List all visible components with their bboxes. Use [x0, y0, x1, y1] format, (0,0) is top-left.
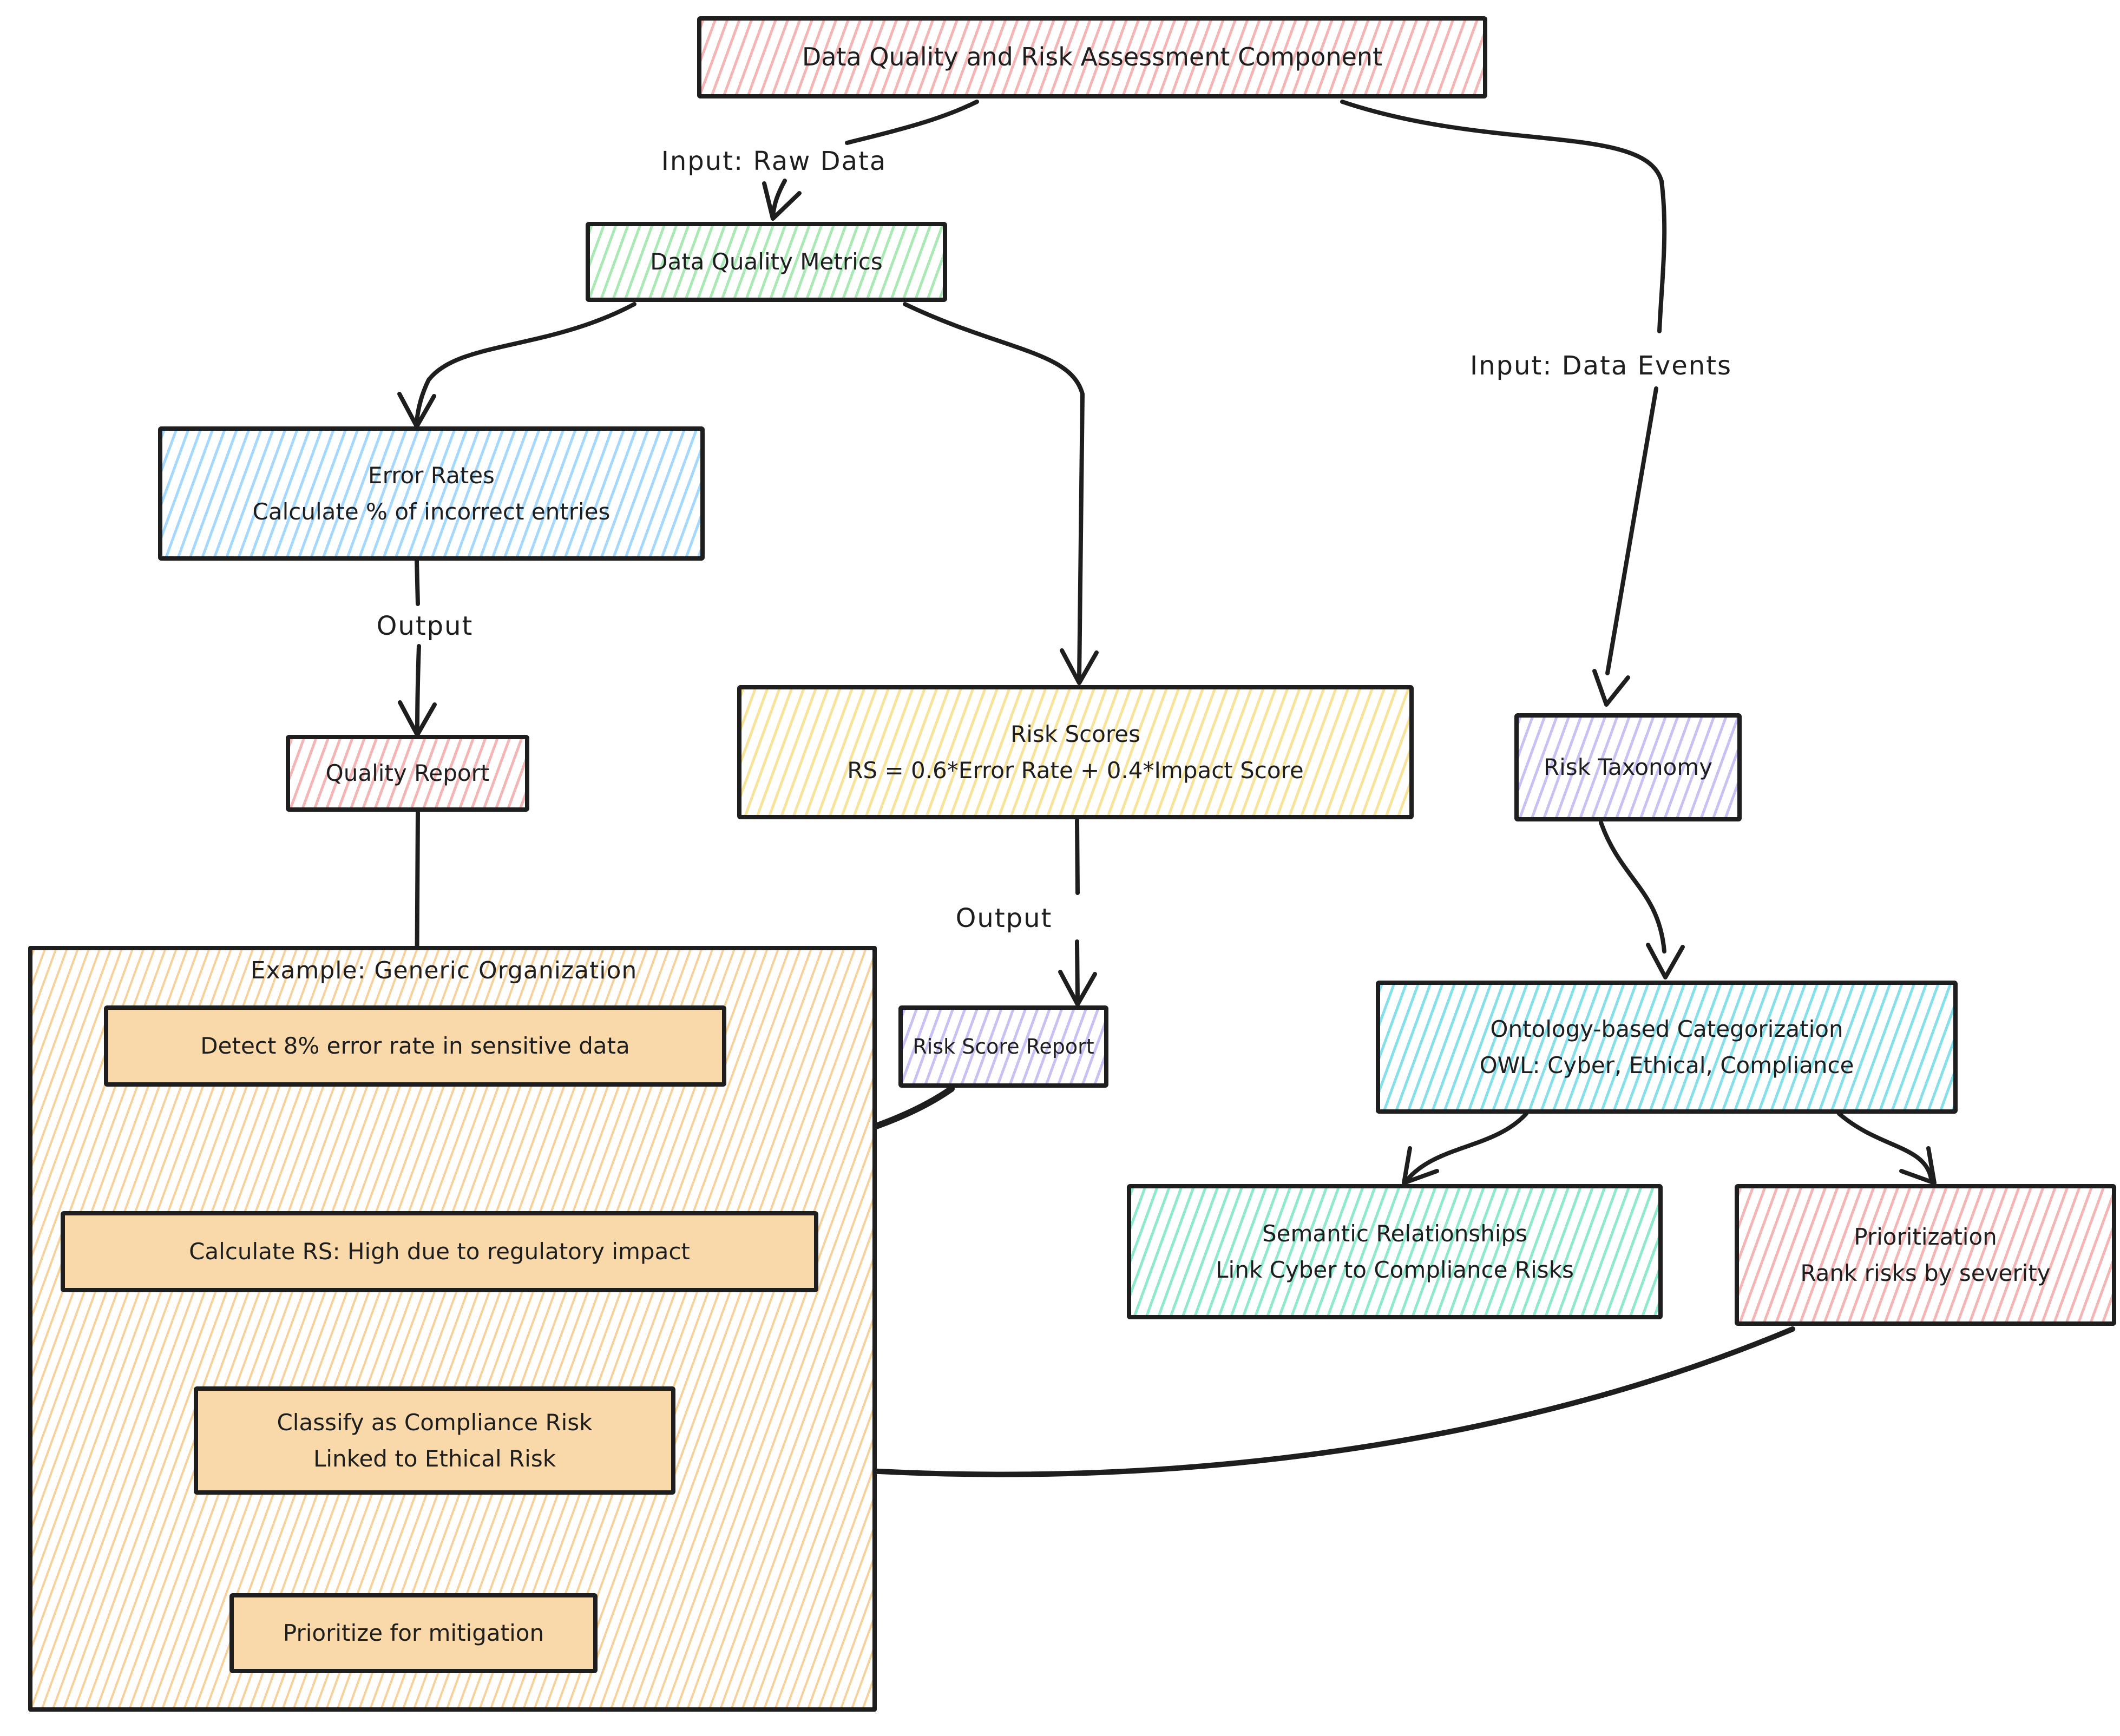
- arrow-title-to-dqm-lower: [771, 179, 787, 219]
- node-quality-report: Quality Report: [286, 735, 529, 812]
- label-output-left: Output: [376, 611, 474, 641]
- arrow-ontology-to-priority: [1837, 1112, 1933, 1181]
- arrow-dqm-to-error: [415, 302, 636, 424]
- arrow-dqm-to-riskscores: [903, 302, 1085, 681]
- arrowhead-quality: [398, 700, 437, 737]
- arrow-title-to-taxonomy-upper: [1340, 100, 1667, 333]
- node-ontology-categorization: Ontology-based Categorization OWL: Cyber…: [1376, 981, 1958, 1114]
- arrowhead-dqm: [762, 181, 802, 221]
- arrowhead-semantic: [1402, 1146, 1439, 1185]
- arrow-error-to-quality-upper: [415, 558, 420, 606]
- node-risk-taxonomy: Risk Taxonomy: [1514, 713, 1742, 821]
- arrowhead-ontology: [1646, 943, 1685, 979]
- arrowhead-riskscores: [1060, 648, 1099, 685]
- node-risk-scores: Risk Scores RS = 0.6*Error Rate + 0.4*Im…: [737, 685, 1414, 819]
- node-prioritization: Prioritization Rank risks by severity: [1735, 1184, 2116, 1326]
- arrow-title-to-taxonomy-lower: [1605, 386, 1658, 675]
- label-input-raw-data: Input: Raw Data: [661, 146, 887, 176]
- arrow-riskscores-to-report-upper: [1075, 818, 1080, 895]
- node-classify-risk: Classify as Compliance Risk Linked to Et…: [194, 1386, 675, 1495]
- arrowhead-taxonomy: [1592, 669, 1630, 707]
- node-data-quality-metrics: Data Quality Metrics: [586, 222, 947, 302]
- arrow-taxonomy-to-ontology: [1599, 820, 1666, 954]
- node-semantic-relationships: Semantic Relationships Link Cyber to Com…: [1127, 1184, 1663, 1319]
- node-prioritize-mitigation: Prioritize for mitigation: [229, 1593, 598, 1673]
- example-container-title: Example: Generic Organization: [250, 957, 638, 984]
- arrow-riskscores-to-report-lower: [1075, 939, 1080, 1002]
- label-output-mid: Output: [955, 903, 1053, 933]
- label-input-data-events: Input: Data Events: [1469, 351, 1732, 381]
- arrow-title-to-dqm-upper: [845, 100, 979, 145]
- node-calculate-rs: Calculate RS: High due to regulatory imp…: [61, 1211, 818, 1292]
- arrow-ontology-to-semantic: [1406, 1112, 1528, 1181]
- arrowhead-riskreport: [1058, 970, 1097, 1007]
- node-title: Data Quality and Risk Assessment Compone…: [697, 16, 1487, 98]
- arrowhead-error: [397, 392, 436, 429]
- node-title-text: Data Quality and Risk Assessment Compone…: [802, 42, 1383, 72]
- node-detect-error: Detect 8% error rate in sensitive data: [104, 1005, 726, 1087]
- node-error-rates: Error Rates Calculate % of incorrect ent…: [158, 426, 705, 561]
- arrow-error-to-quality-lower: [415, 644, 421, 733]
- arrowhead-priority: [1899, 1146, 1937, 1185]
- node-risk-score-report: Risk Score Report: [898, 1005, 1108, 1088]
